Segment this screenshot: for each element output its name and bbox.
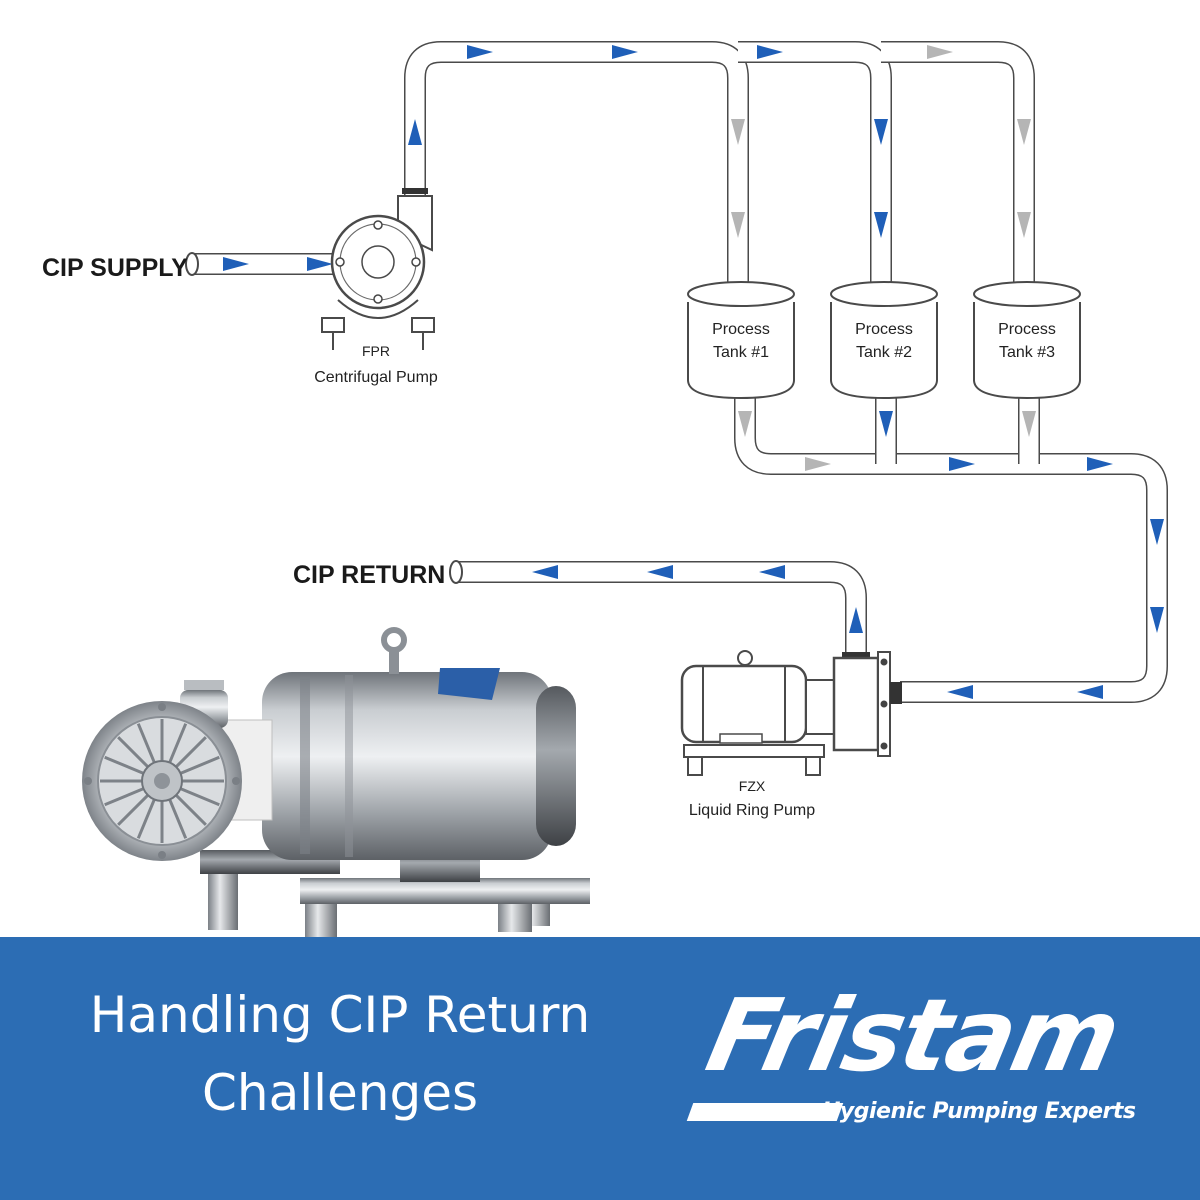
flow-arrow xyxy=(1017,119,1031,145)
impeller-spoke xyxy=(168,723,188,764)
impeller-spoke xyxy=(104,787,145,807)
flow-arrow xyxy=(1150,607,1164,633)
impeller-spoke xyxy=(179,787,220,807)
cip-supply-label: CIP SUPPLY xyxy=(42,254,188,282)
impeller-spoke xyxy=(136,798,156,839)
flow-arrow xyxy=(927,45,953,59)
banner-title: Handling CIP Return Challenges xyxy=(30,976,650,1132)
impeller-spoke xyxy=(136,723,156,764)
tank-1-label-line2: Tank #1 xyxy=(713,344,769,361)
flow-arrow xyxy=(805,457,831,471)
flow-arrow xyxy=(1087,457,1113,471)
tagline-stripe xyxy=(686,1103,844,1121)
pump-product-image xyxy=(82,627,590,966)
flow-arrow xyxy=(879,411,893,437)
flow-arrow xyxy=(949,457,975,471)
flow-arrows xyxy=(223,45,1164,699)
flow-arrow xyxy=(612,45,638,59)
fristam-logo: Fristam Hygienic Pumping Experts xyxy=(686,977,1170,1135)
flow-arrow xyxy=(731,119,745,145)
brand-wordmark: Fristam xyxy=(697,977,1129,1094)
flow-arrow xyxy=(1022,411,1036,437)
process-tank-2: Process Tank #2 xyxy=(830,281,938,400)
process-tank-3: Process Tank #3 xyxy=(973,281,1081,400)
flow-arrow xyxy=(759,565,785,579)
cip-return-label: CIP RETURN xyxy=(293,561,445,589)
fpr-centrifugal-pump: FPR Centrifugal Pump xyxy=(314,195,438,386)
banner-title-line1: Handling CIP Return xyxy=(89,986,591,1044)
flow-arrow xyxy=(223,257,249,271)
fpr-label-line2: Centrifugal Pump xyxy=(314,369,438,386)
tank-2-label-line2: Tank #2 xyxy=(856,344,912,361)
flow-arrow xyxy=(647,565,673,579)
flow-arrow xyxy=(738,411,752,437)
impeller-spoke xyxy=(117,736,149,768)
banner-title-line2: Challenges xyxy=(201,1064,479,1122)
tank-3-label-line2: Tank #3 xyxy=(999,344,1055,361)
flow-arrow xyxy=(947,685,973,699)
flow-arrow xyxy=(467,45,493,59)
impeller-spoke xyxy=(175,736,207,768)
impeller-spoke xyxy=(179,755,220,775)
impeller-spoke xyxy=(104,755,145,775)
impeller-spoke xyxy=(175,794,207,826)
flow-arrow xyxy=(874,212,888,238)
flow-arrow xyxy=(757,45,783,59)
tank-3-label-line1: Process xyxy=(998,321,1056,338)
fzx-label-line2: Liquid Ring Pump xyxy=(689,802,815,819)
flow-arrow xyxy=(408,119,422,145)
tank-1-label-line1: Process xyxy=(712,321,770,338)
flow-arrow xyxy=(874,119,888,145)
fpr-label-line1: FPR xyxy=(362,343,390,359)
fzx-label-line1: FZX xyxy=(739,778,766,794)
process-tank-1: Process Tank #1 xyxy=(687,281,795,400)
flow-arrow xyxy=(731,212,745,238)
tagline-bar: Hygienic Pumping Experts xyxy=(686,1097,1160,1127)
flow-arrow xyxy=(1077,685,1103,699)
fzx-liquid-ring-pump: FZX Liquid Ring Pump xyxy=(680,650,902,819)
flow-arrow xyxy=(1150,519,1164,545)
flow-arrow xyxy=(1017,212,1031,238)
tank-2-label-line1: Process xyxy=(855,321,913,338)
title-banner xyxy=(0,937,1200,1200)
impeller-spoke xyxy=(168,798,188,839)
flow-arrow xyxy=(307,257,333,271)
impeller-spoke xyxy=(117,794,149,826)
flow-arrow xyxy=(849,607,863,633)
logo-tagline: Hygienic Pumping Experts xyxy=(822,1099,1136,1124)
flow-arrow xyxy=(532,565,558,579)
